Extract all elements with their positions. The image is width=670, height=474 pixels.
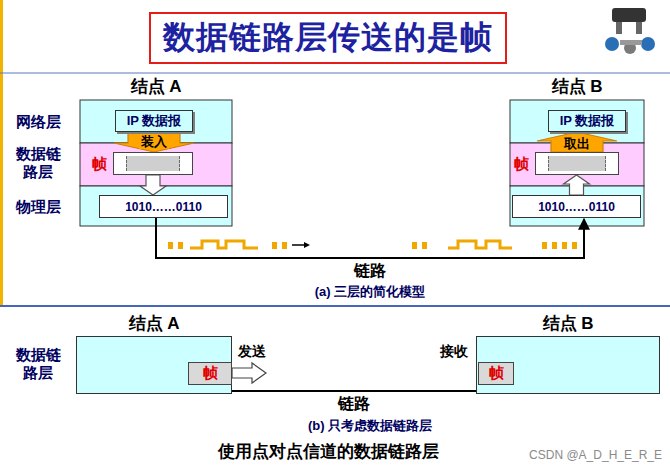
frame-box: 帧	[535, 152, 619, 175]
signal-wave	[190, 241, 512, 248]
bit-stream	[168, 242, 577, 249]
node-stack: 结点 AIP 数据报帧1010……0110	[80, 100, 232, 226]
node-box: 结点 A帧	[76, 336, 232, 394]
datagram-box: IP 数据报	[115, 110, 193, 132]
box-text: 1010……0110	[125, 200, 202, 214]
frame-label: 帧	[514, 155, 529, 174]
node-box: 结点 B帧	[476, 336, 660, 394]
sub-caption: (a) 三层的简化模型	[315, 284, 426, 300]
link-line	[232, 390, 476, 392]
sub-caption: (b) 只考虑数据链路层	[308, 418, 432, 434]
edge-label: 链路	[352, 262, 388, 280]
datagram-box: IP 数据报	[548, 110, 626, 132]
frame-label: 帧	[489, 364, 504, 383]
node-stack: 结点 BIP 数据报帧1010……0110	[510, 100, 644, 226]
block-arrow	[140, 175, 166, 195]
box-text: IP 数据报	[127, 112, 182, 130]
layer-label: 物理层	[16, 198, 61, 216]
link-line	[156, 218, 584, 258]
layer-label: 数据链路层	[14, 145, 62, 181]
edge-label: 取出	[562, 136, 592, 151]
node-heading: 结点 B	[477, 312, 659, 335]
frame-box: 帧	[478, 362, 514, 385]
block-arrow	[537, 132, 617, 152]
frame-body	[126, 156, 180, 171]
bit-box: 1010……0110	[99, 195, 228, 218]
layer-label: 数据链路层	[14, 346, 62, 382]
layer-label: 网络层	[16, 113, 61, 131]
node-heading: 结点 A	[77, 312, 231, 335]
edge-label: 链路	[336, 395, 372, 413]
side-bar	[0, 0, 3, 306]
edge-label: 装入	[139, 134, 169, 149]
box-text: IP 数据报	[560, 112, 615, 130]
frame-box: 帧	[188, 362, 232, 385]
section-rule	[0, 305, 670, 307]
watermark: CSDN @A_D_H_E_R_E	[529, 448, 662, 462]
frame-label: 帧	[92, 155, 107, 174]
frame-label: 帧	[203, 364, 218, 383]
block-arrow	[564, 175, 590, 195]
box-text: 1010……0110	[538, 200, 615, 214]
corner-icon	[605, 8, 655, 54]
block-arrow	[114, 132, 194, 152]
action-label: 接收	[440, 343, 468, 360]
layer-bands	[80, 100, 644, 226]
title-text: 数据链路层传送的是帧	[163, 19, 493, 55]
node-heading: 结点 A	[80, 75, 232, 98]
action-label: 发送	[238, 343, 266, 360]
node-heading: 结点 B	[510, 75, 644, 98]
bit-box: 1010……0110	[512, 195, 641, 218]
send-arrow	[232, 363, 266, 383]
caption: 使用点对点信道的数据链路层	[218, 440, 439, 463]
frame-box: 帧	[113, 152, 193, 175]
top-rule	[0, 73, 670, 74]
frame-body	[548, 156, 606, 171]
title-box: 数据链路层传送的是帧	[149, 12, 507, 64]
flow-arrow	[292, 242, 310, 248]
